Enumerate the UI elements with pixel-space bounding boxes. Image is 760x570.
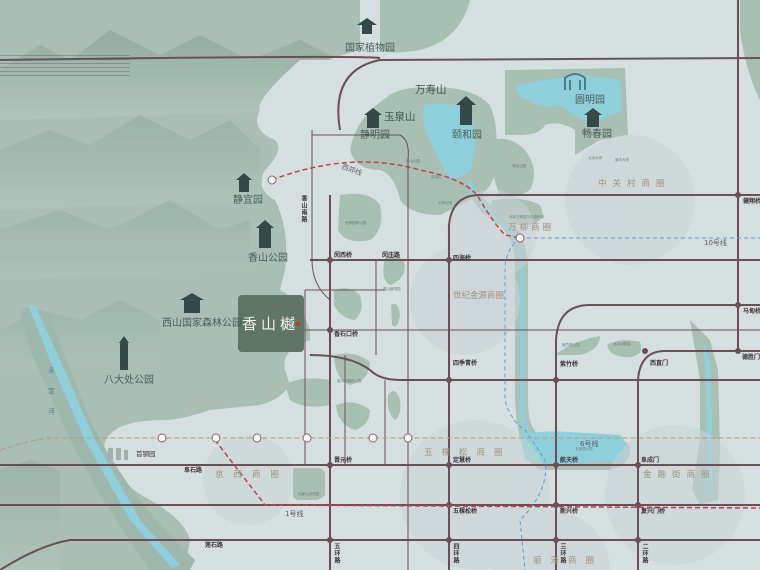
poi-green[interactable]: 百望山 xyxy=(431,175,442,179)
landmark-jingmingyuan[interactable]: 静明园 xyxy=(360,130,390,141)
business-circle-shijijinyuan[interactable]: 世纪金源商圈 xyxy=(453,291,505,301)
bridge-xizhimen[interactable]: 西直门 xyxy=(650,360,669,367)
poi-green[interactable]: 金中都森林公园 xyxy=(337,379,362,383)
landmark-jingyiyuan[interactable]: 静宜园 xyxy=(233,195,263,206)
project-name: 香山樾 xyxy=(241,315,299,333)
bridge-hangtian[interactable]: 航天桥 xyxy=(560,457,579,464)
poi-green[interactable]: 香山植物园 xyxy=(383,287,401,291)
business-circle-wukesong[interactable]: 五棵松商圈 xyxy=(424,448,512,458)
bridge-wukesong[interactable]: 五棵松桥 xyxy=(453,508,478,515)
road-2nd-ring: 二环路 xyxy=(641,543,648,564)
road-5th-ring: 五环路 xyxy=(333,543,340,564)
poi-green[interactable]: 紫竹院公园 xyxy=(562,343,580,347)
poi-green[interactable]: 北京万柳高尔夫俱乐部 xyxy=(509,215,544,219)
road-fushi: 阜石路 xyxy=(184,467,203,474)
poi-green[interactable]: 中坞公园 xyxy=(438,201,452,205)
landmark-badachu-park[interactable]: 八大处公园 xyxy=(104,375,154,386)
poi-green[interactable]: 玉渊潭公园 xyxy=(575,447,593,451)
poi-university[interactable]: 北京大学 xyxy=(588,156,602,160)
landmark-shougang-park[interactable]: 首钢园 xyxy=(136,450,156,458)
metro-label-line1: 1号线 xyxy=(285,510,304,518)
poi-green[interactable]: 石景山游乐园 xyxy=(298,492,319,496)
bridge-fuchengmen[interactable]: 阜成门 xyxy=(641,457,660,464)
landmark-xishan-forest-park[interactable]: 西山国家森林公园 xyxy=(162,318,242,329)
business-circle-jingxi[interactable]: 京西商圈 xyxy=(215,470,290,480)
business-circle-wanliu[interactable]: 万柳商圈 xyxy=(508,223,555,233)
metro-label-line6: 6号线 xyxy=(580,440,599,448)
bridge-zizhu[interactable]: 紫竹桥 xyxy=(560,361,579,368)
bridge-dinghui[interactable]: 定慧桥 xyxy=(453,457,472,464)
fine-print xyxy=(0,55,130,77)
poi-green[interactable]: 北京动物园 xyxy=(613,342,631,346)
bridge-minxi[interactable]: 闵西桥 xyxy=(334,252,353,259)
poi-green[interactable]: 西郊园林公园 xyxy=(345,221,366,225)
road-3rd-ring: 三环路 xyxy=(559,543,566,564)
road-minzhuang: 闵庄路 xyxy=(382,252,401,259)
bridge-xinxing[interactable]: 新兴桥 xyxy=(560,508,579,515)
landmark-yiheyuan[interactable]: 颐和园 xyxy=(452,130,482,141)
business-circle-jinrongjie[interactable]: 金融街商圈 xyxy=(643,470,716,480)
poi-green[interactable]: 西山公园 xyxy=(406,159,420,163)
river-yongding: 永定河 xyxy=(46,367,55,429)
road-lianshi: 莲石路 xyxy=(205,542,224,549)
project-marker[interactable]: 香山樾 xyxy=(238,295,304,352)
road-4th-ring: 四环路 xyxy=(452,543,459,564)
road-xiangshannan: 香山南路 xyxy=(300,195,307,223)
landmark-yuquanshan[interactable]: 玉泉山 xyxy=(384,111,416,123)
business-circle-lize[interactable]: 丽泽商圈 xyxy=(533,556,604,566)
bridge-sihai[interactable]: 四海桥 xyxy=(453,255,472,262)
landmark-botanic-garden[interactable]: 国家植物园 xyxy=(345,43,395,54)
poi-green[interactable]: 海淀公园 xyxy=(512,164,526,168)
bridge-fuxingmen[interactable]: 复兴门桥 xyxy=(641,508,666,515)
bridge-xiangshikou[interactable]: 香石口桥 xyxy=(334,331,359,338)
bridge-deshengmen[interactable]: 德胜门桥 xyxy=(742,354,760,361)
landmark-xiangshan-park[interactable]: 香山公园 xyxy=(248,253,288,264)
landmark-wanshoushan[interactable]: 万寿山 xyxy=(415,84,447,96)
poi-university[interactable]: 清华大学 xyxy=(615,158,629,162)
landmark-yuanmingyuan[interactable]: 圆明园 xyxy=(575,95,605,106)
location-pin-icon xyxy=(296,321,300,326)
business-circle-zhongguancun[interactable]: 中关村商圈 xyxy=(598,179,671,189)
metro-label-line10: 10号线 xyxy=(704,239,727,247)
bridge-jianxiang[interactable]: 健翔桥 xyxy=(743,198,760,205)
landmark-changchunyuan[interactable]: 畅春园 xyxy=(582,129,612,140)
bridge-sijiqing[interactable]: 四季青桥 xyxy=(453,360,478,367)
bridge-madian[interactable]: 马甸桥 xyxy=(743,308,760,315)
bridge-jinyuan[interactable]: 晋元桥 xyxy=(334,457,353,464)
